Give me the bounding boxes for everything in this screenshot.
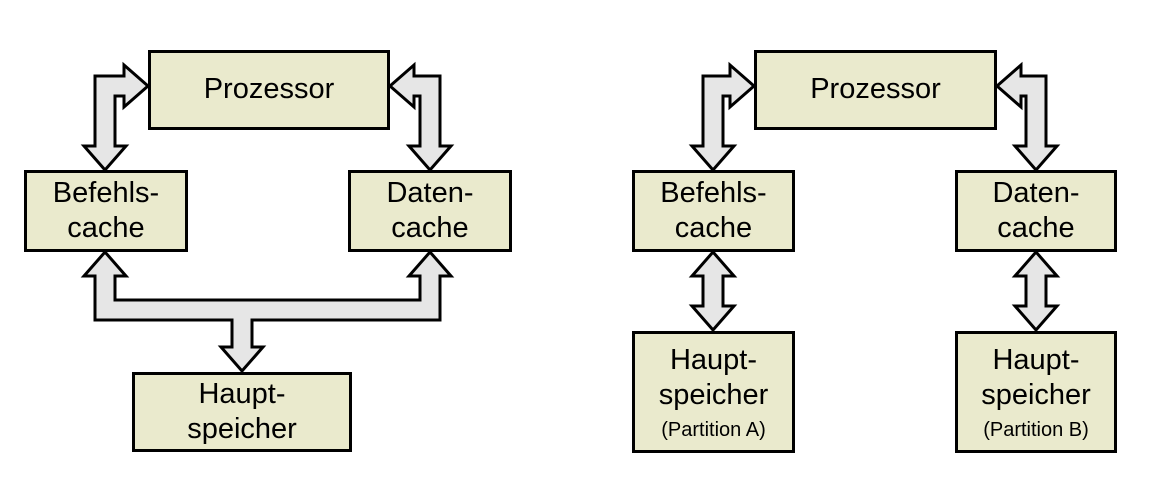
node-prozessor-left: Prozessor: [148, 50, 390, 130]
node-label-line2: cache: [997, 212, 1075, 244]
arrow-daten-hauptspeicher-b: [1011, 249, 1061, 333]
node-hauptspeicher-left: Haupt- speicher: [132, 372, 352, 452]
node-label-line2: cache: [391, 212, 469, 244]
node-sublabel-partition-a: (Partition A): [661, 419, 766, 442]
node-label: Prozessor: [203, 73, 335, 106]
node-label-line1: Daten-: [386, 176, 474, 209]
arrow-prozessor-daten-left: [387, 61, 455, 173]
node-label-line2: speicher: [187, 413, 297, 445]
node-label-line1: Befehls-: [660, 176, 767, 209]
node-label-line1: Daten-: [992, 176, 1080, 209]
node-label-line2: speicher: [658, 379, 769, 411]
node-sublabel-partition-b: (Partition B): [983, 419, 1089, 442]
node-label-line1: Haupt-: [992, 343, 1080, 376]
arrow-prozessor-daten-right: [994, 61, 1061, 173]
arrow-prozessor-befehls-right: [688, 61, 757, 173]
node-daten-cache-right: Daten- cache: [955, 170, 1117, 252]
node-daten-cache-left: Daten- cache: [348, 170, 512, 252]
node-hauptspeicher-partition-a: Haupt- speicher (Partition A): [632, 331, 795, 453]
node-label-line1: Haupt-: [669, 343, 758, 376]
node-label-line1: Haupt-: [198, 377, 286, 410]
node-label-line1: Befehls-: [52, 176, 160, 209]
node-label-line2: cache: [67, 212, 145, 244]
node-label: Prozessor: [810, 73, 941, 106]
node-label-line2: speicher: [981, 379, 1091, 411]
node-label-line2: cache: [674, 212, 753, 244]
node-befehls-cache-left: Befehls- cache: [24, 170, 188, 252]
arrow-prozessor-befehls-left: [80, 61, 151, 173]
arrow-caches-hauptspeicher: [80, 249, 455, 374]
arrow-befehls-hauptspeicher-a: [688, 249, 738, 333]
node-prozessor-right: Prozessor: [754, 50, 997, 130]
node-hauptspeicher-partition-b: Haupt- speicher (Partition B): [955, 331, 1117, 453]
node-befehls-cache-right: Befehls- cache: [632, 170, 795, 252]
